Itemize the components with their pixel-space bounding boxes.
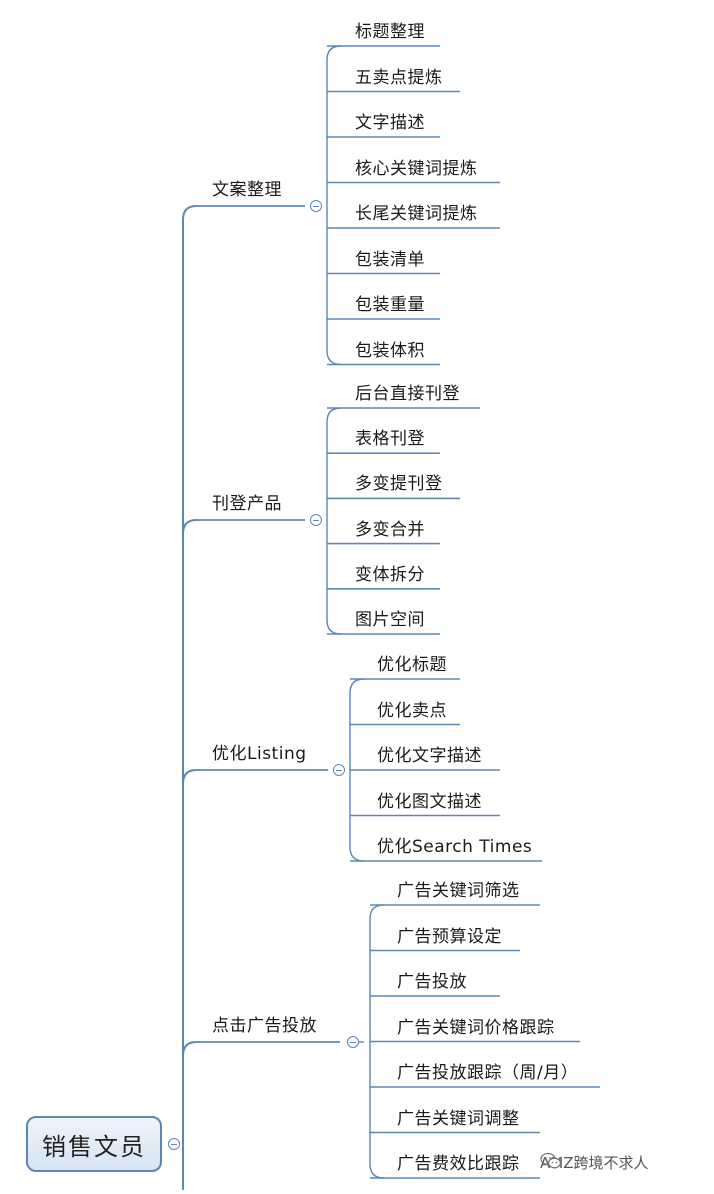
branch-node-label[interactable]: 优化Listing bbox=[212, 744, 307, 764]
wechat-icon bbox=[540, 1152, 562, 1169]
child-node-label[interactable]: 广告投放跟踪（周/月） bbox=[397, 1063, 579, 1083]
child-node-label[interactable]: 优化文字描述 bbox=[377, 746, 482, 766]
child-node-label[interactable]: 广告关键词筛选 bbox=[397, 881, 520, 901]
root-node-label: 销售文员 bbox=[42, 1132, 146, 1161]
child-node-label[interactable]: 优化Search Times bbox=[377, 837, 533, 857]
child-node-label[interactable]: 文字描述 bbox=[355, 113, 425, 133]
branch-collapse-icon[interactable] bbox=[333, 764, 345, 776]
child-node-label[interactable]: 后台直接刊登 bbox=[355, 384, 460, 404]
child-node-label[interactable]: 包装体积 bbox=[355, 340, 425, 361]
root-node[interactable]: 销售文员 bbox=[26, 1116, 162, 1172]
child-node-label[interactable]: 长尾关键词提炼 bbox=[355, 204, 478, 224]
child-node-label[interactable]: 广告费效比跟踪 bbox=[397, 1154, 520, 1174]
child-node-label[interactable]: 五卖点提炼 bbox=[355, 67, 443, 88]
child-node-label[interactable]: 变体拆分 bbox=[355, 564, 425, 585]
child-node-label[interactable]: 核心关键词提炼 bbox=[355, 158, 478, 179]
child-node-label[interactable]: 优化卖点 bbox=[377, 700, 447, 721]
root-collapse-icon[interactable] bbox=[168, 1138, 180, 1150]
child-node-label[interactable]: 优化标题 bbox=[377, 655, 447, 675]
child-node-label[interactable]: 标题整理 bbox=[355, 22, 425, 42]
branch-collapse-icon[interactable] bbox=[310, 514, 322, 526]
child-node-label[interactable]: 包装重量 bbox=[355, 295, 425, 315]
branch-node-label[interactable]: 点击广告投放 bbox=[212, 1016, 317, 1036]
watermark: AMZ跨境不求人 bbox=[540, 1152, 648, 1173]
child-node-label[interactable]: 包装清单 bbox=[355, 249, 425, 270]
branch-node-label[interactable]: 文案整理 bbox=[212, 180, 282, 200]
child-node-label[interactable]: 表格刊登 bbox=[355, 429, 425, 450]
child-node-label[interactable]: 图片空间 bbox=[355, 610, 425, 630]
child-node-label[interactable]: 广告投放 bbox=[397, 972, 467, 992]
child-node-label[interactable]: 广告预算设定 bbox=[397, 926, 502, 947]
branch-node-label[interactable]: 刊登产品 bbox=[212, 494, 282, 514]
child-node-label[interactable]: 多变提刊登 bbox=[355, 474, 443, 495]
child-node-label[interactable]: 多变合并 bbox=[355, 519, 425, 540]
watermark-text: AMZ跨境不求人 bbox=[540, 1154, 649, 1172]
branch-collapse-icon[interactable] bbox=[347, 1036, 359, 1048]
branch-collapse-icon[interactable] bbox=[310, 200, 322, 212]
child-node-label[interactable]: 广告关键词价格跟踪 bbox=[397, 1017, 555, 1038]
child-node-label[interactable]: 广告关键词调整 bbox=[397, 1108, 520, 1129]
child-node-label[interactable]: 优化图文描述 bbox=[377, 791, 482, 812]
